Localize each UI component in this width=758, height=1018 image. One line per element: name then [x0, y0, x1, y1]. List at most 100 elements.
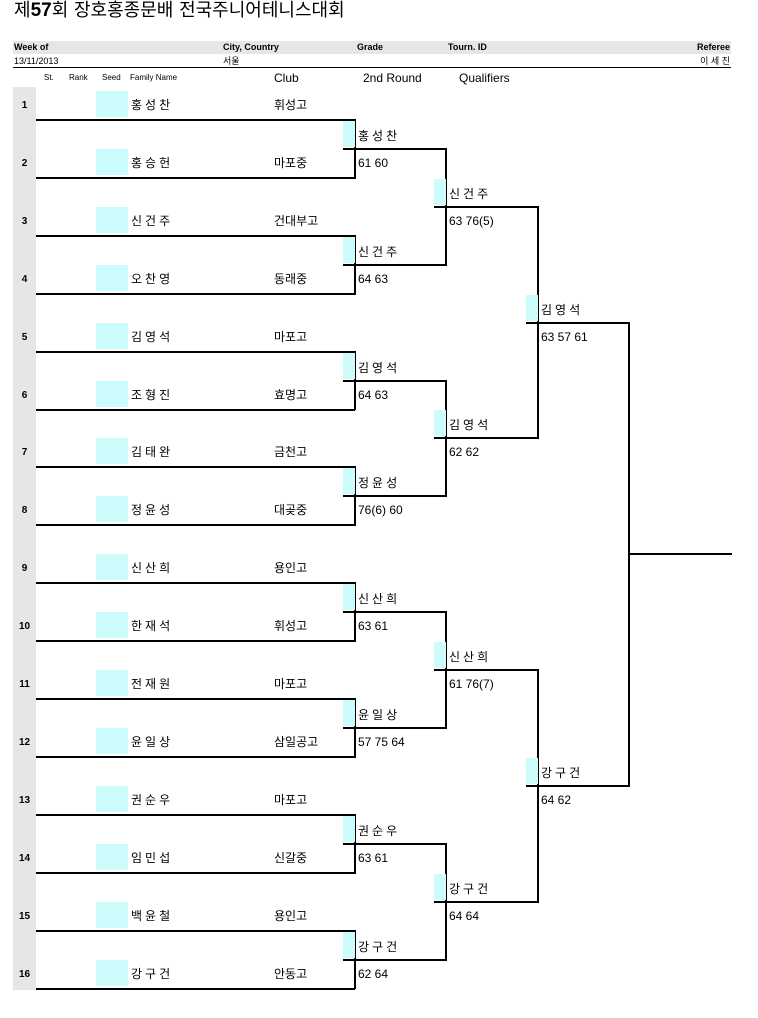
match-score: 64 62 [541, 792, 572, 807]
referee-label: Referee [696, 42, 730, 52]
seed-box [96, 91, 128, 117]
winner-name: 신건주 [358, 244, 401, 259]
winner-name: 김영석 [358, 360, 401, 375]
winner-box [434, 873, 446, 900]
winner-box [343, 931, 355, 958]
winner-box [526, 757, 538, 784]
winner-line [526, 321, 629, 324]
winner-box [434, 178, 446, 205]
winner-box [343, 815, 355, 842]
draw-number: 1 [21, 100, 28, 111]
match-score: 63 61 [358, 619, 389, 634]
player-club: 휘성고 [274, 98, 308, 112]
col-club: Club [274, 71, 299, 85]
match-score: 76(6) 60 [358, 503, 403, 518]
header-bar [13, 41, 731, 54]
week-of-label: Week of [14, 42, 49, 52]
city-value: 서울 [223, 56, 240, 66]
player-name: 조형진 [131, 387, 174, 402]
seed-box [96, 670, 128, 696]
seed-box [96, 322, 128, 349]
col-rank: Rank [69, 73, 88, 82]
winner-line [434, 205, 538, 208]
player-line [36, 755, 355, 758]
player-line [36, 176, 355, 179]
seed-box [96, 612, 128, 639]
player-line [36, 929, 355, 932]
winner-box [434, 410, 446, 437]
seed-box [96, 959, 128, 986]
match-score: 63 76(5) [449, 213, 494, 228]
player-name: 신산희 [131, 561, 174, 576]
winner-box [343, 584, 355, 611]
match-score: 64 63 [358, 271, 389, 286]
tourn-id-label: Tourn. ID [448, 42, 487, 52]
player-club: 금천고 [274, 445, 308, 460]
seed-box [96, 843, 128, 870]
match-score: 61 76(7) [449, 677, 494, 692]
city-label: City, Country [223, 42, 279, 52]
match-score: 63 61 [358, 850, 389, 865]
draw-number: 7 [21, 447, 28, 459]
draw-number-column [13, 87, 36, 990]
winner-name: 신건주 [449, 186, 492, 201]
player-club: 안동고 [274, 966, 308, 981]
seed-box [96, 438, 128, 465]
player-club: 용인고 [274, 908, 308, 923]
player-club: 대곶중 [274, 503, 308, 518]
winner-line [343, 611, 446, 614]
seed-box [96, 496, 128, 523]
player-name: 정윤성 [131, 503, 174, 518]
draw-number: 6 [21, 389, 28, 401]
winner-line [434, 669, 538, 672]
seed-box [96, 380, 128, 407]
player-club: 마포고 [274, 677, 308, 691]
winner-box [434, 642, 446, 669]
seed-box [96, 264, 128, 291]
player-line [36, 466, 355, 469]
winner-line [343, 958, 446, 961]
col-round2: 2nd Round [363, 71, 422, 85]
player-name: 홍성찬 [131, 98, 174, 112]
player-club: 마포고 [274, 329, 308, 344]
page-title: 제57회 장호홍종문배 전국주니어테니스대회 [14, 0, 345, 21]
winner-line [434, 437, 538, 440]
winner-name: 정윤성 [358, 476, 401, 491]
winner-box [343, 352, 355, 379]
match-score: 64 63 [358, 387, 389, 402]
match-score: 62 64 [358, 966, 389, 981]
player-name: 윤일상 [131, 734, 174, 749]
winner-name: 신산희 [449, 650, 492, 665]
seed-box [96, 554, 128, 581]
draw-number: 16 [18, 968, 31, 980]
player-line [36, 350, 355, 353]
player-club: 건대부고 [274, 213, 319, 228]
draw-number: 10 [18, 621, 31, 633]
draw-number: 9 [21, 563, 28, 575]
player-line [36, 813, 355, 816]
player-line [36, 987, 355, 990]
referee-value: 이 세 진 [700, 56, 730, 66]
player-name: 권순우 [131, 792, 174, 807]
seed-box [96, 148, 128, 175]
winner-name: 김영석 [541, 302, 584, 317]
draw-number: 4 [21, 273, 28, 285]
player-club: 마포중 [274, 155, 308, 170]
winner-name: 강구건 [541, 765, 584, 780]
player-line [36, 582, 355, 585]
player-line [36, 292, 355, 295]
player-name: 강구건 [131, 966, 174, 981]
player-name: 임민섭 [131, 850, 174, 865]
player-name: 신건주 [131, 213, 174, 228]
draw-number: 12 [18, 736, 31, 748]
winner-name: 윤일상 [358, 707, 401, 722]
col-qualifiers: Qualifiers [459, 71, 510, 85]
winner-name: 강구건 [358, 939, 401, 954]
player-line [36, 524, 355, 527]
winner-line [343, 495, 446, 498]
col-seed: Seed [102, 73, 121, 82]
player-name: 오찬영 [131, 271, 174, 286]
match-score: 63 57 61 [541, 329, 588, 344]
player-name: 김영석 [131, 329, 174, 344]
winner-line [434, 900, 538, 903]
